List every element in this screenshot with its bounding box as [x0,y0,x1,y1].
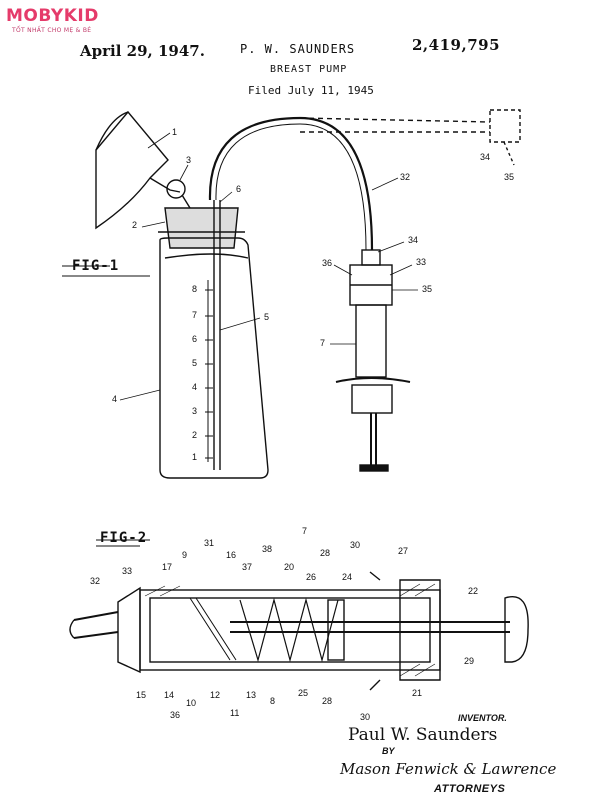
patent-title: BREAST PUMP [270,64,348,75]
ref-label: 5 [264,312,270,322]
ref-label: 36 [322,258,333,268]
ref-label: 21 [412,688,423,698]
filed-date: Filed July 11, 1945 [248,84,374,97]
ref-label: 4 [112,394,118,404]
ref-label: 30 [360,712,371,722]
ref-label: 2 [132,220,138,230]
logo-tagline: TỐT NHẤT CHO MẸ & BÉ [12,27,92,34]
scale-label: 3 [192,406,198,416]
scale-label: 8 [192,284,198,294]
ref-label: 14 [164,690,175,700]
ref-label: 26 [306,572,317,582]
scale-label: 1 [192,452,198,462]
ref-label: 27 [398,546,409,556]
attorneys-signature: Mason Fenwick & Lawrence [340,760,557,778]
scale-label: 5 [192,358,198,368]
fig1-label: FIG-1 [72,258,120,274]
ref-label: 22 [468,586,479,596]
patent-number: 2,419,795 [412,36,501,54]
ref-label: 1 [172,127,178,137]
ref-label: 12 [210,690,221,700]
ref-label: 32 [400,172,411,182]
ref-label: 38 [262,544,273,554]
ref-label: 37 [242,562,253,572]
ref-label: 24 [342,572,353,582]
ref-label: 32 [90,576,101,586]
ref-label: 9 [182,550,188,560]
ref-label: 11 [230,708,240,718]
scale-label: 6 [192,334,198,344]
ref-label: 25 [298,688,309,698]
patent-date: April 29, 1947. [80,42,205,60]
ref-label: 8 [270,696,276,706]
ref-label: 29 [464,656,475,666]
ref-label: 31 [204,538,215,548]
attorneys-label: ATTORNEYS [434,783,506,795]
ref-label: 13 [246,690,257,700]
ref-label: 36 [170,710,181,720]
inventor-name: P. W. SAUNDERS [240,42,356,56]
ref-label: 34 [408,235,419,245]
ref-label: 7 [302,526,308,536]
mobykid-logo: MOBYKID [6,6,99,26]
ref-label: 16 [226,550,237,560]
ref-label: 30 [350,540,361,550]
ref-label: 6 [236,184,242,194]
scale-label: 7 [192,310,198,320]
fig2-drawing [69,571,529,691]
ref-label: 15 [136,690,147,700]
ref-label: 17 [162,562,173,572]
ref-label: 35 [422,284,433,294]
ref-label: 34 [480,152,491,162]
ref-label: 20 [284,562,295,572]
fig1-drawing [95,109,521,479]
inventor-signature: Paul W. Saunders [348,725,498,745]
ref-label: 33 [122,566,133,576]
by-label: BY [382,746,395,756]
scale-label: 4 [192,382,198,392]
fig2-label: FIG-2 [100,530,148,546]
ref-label: 28 [322,696,333,706]
ref-label: 35 [504,172,515,182]
inventor-label: INVENTOR. [458,713,507,723]
ref-label: 33 [416,257,427,267]
ref-label: 10 [186,698,197,708]
scale-label: 2 [192,430,198,440]
ref-label: 7 [320,338,326,348]
ref-label: 3 [186,155,192,165]
ref-label: 28 [320,548,331,558]
